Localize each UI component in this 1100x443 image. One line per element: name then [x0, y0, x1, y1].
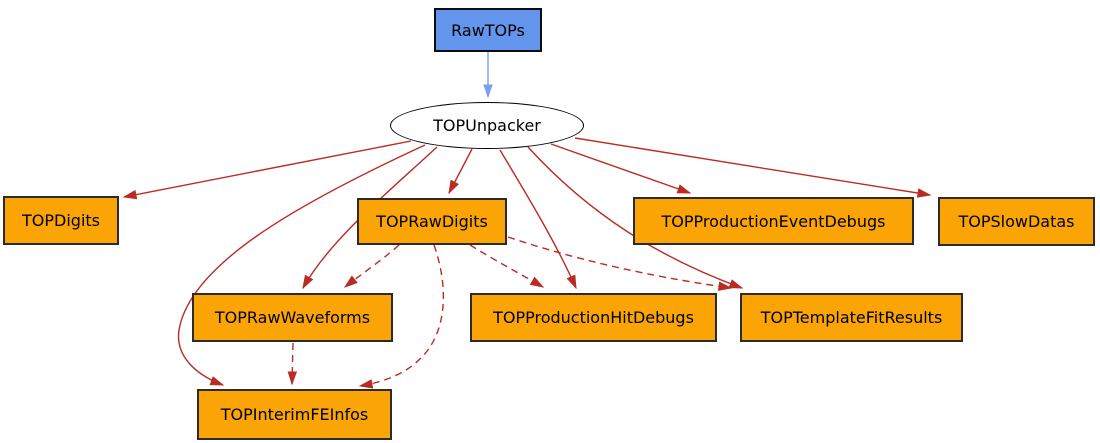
node-toptemplatefitresults: TOPTemplateFitResults	[740, 293, 963, 342]
edge-topunpacker-toptemplatefitresults	[527, 146, 744, 289]
node-label: TOPInterimFEInfos	[220, 405, 369, 424]
node-topinterimfeinfos: TOPInterimFEInfos	[197, 389, 392, 440]
node-label: TOPProductionHitDebugs	[493, 308, 694, 327]
edge-toprawwaveforms-topinterimfeinfos	[287, 342, 298, 386]
node-label: TOPSlowDatas	[958, 212, 1075, 231]
node-label: TOPUnpacker	[433, 116, 541, 135]
node-label: TOPRawDigits	[376, 212, 488, 231]
node-topunpacker: TOPUnpacker	[390, 102, 584, 149]
edge-toprawdigits-toptemplatefitresults	[507, 236, 733, 291]
edge-topunpacker-topdigits	[122, 140, 412, 200]
edge-topunpacker-topproductionhitdebugs	[499, 149, 577, 290]
node-rawtops: RawTOPs	[434, 8, 542, 52]
node-toprawwaveforms: TOPRawWaveforms	[192, 293, 393, 342]
node-topslowdatas: TOPSlowDatas	[938, 197, 1095, 246]
node-label: TOPTemplateFitResults	[760, 308, 943, 327]
node-toprawdigits: TOPRawDigits	[357, 198, 507, 245]
node-topproductionhitdebugs: TOPProductionHitDebugs	[470, 293, 717, 342]
edge-topunpacker-topproductioneventdebugs	[550, 143, 692, 194]
node-label: TOPRawWaveforms	[214, 308, 371, 327]
node-label: RawTOPs	[451, 20, 525, 40]
node-topdigits: TOPDigits	[3, 196, 119, 245]
node-topproductioneventdebugs: TOPProductionEventDebugs	[633, 197, 914, 245]
edge-toprawdigits-toprawwaveforms	[343, 244, 400, 288]
node-label: TOPProductionEventDebugs	[661, 211, 886, 231]
edge-topunpacker-topinterimfeinfos	[177, 144, 426, 386]
node-label: TOPDigits	[22, 211, 100, 230]
edge-toprawdigits-topproductionhitdebugs	[469, 244, 545, 288]
edge-topunpacker-topslowdatas	[574, 137, 932, 198]
edge-topunpacker-toprawdigits	[448, 148, 473, 195]
